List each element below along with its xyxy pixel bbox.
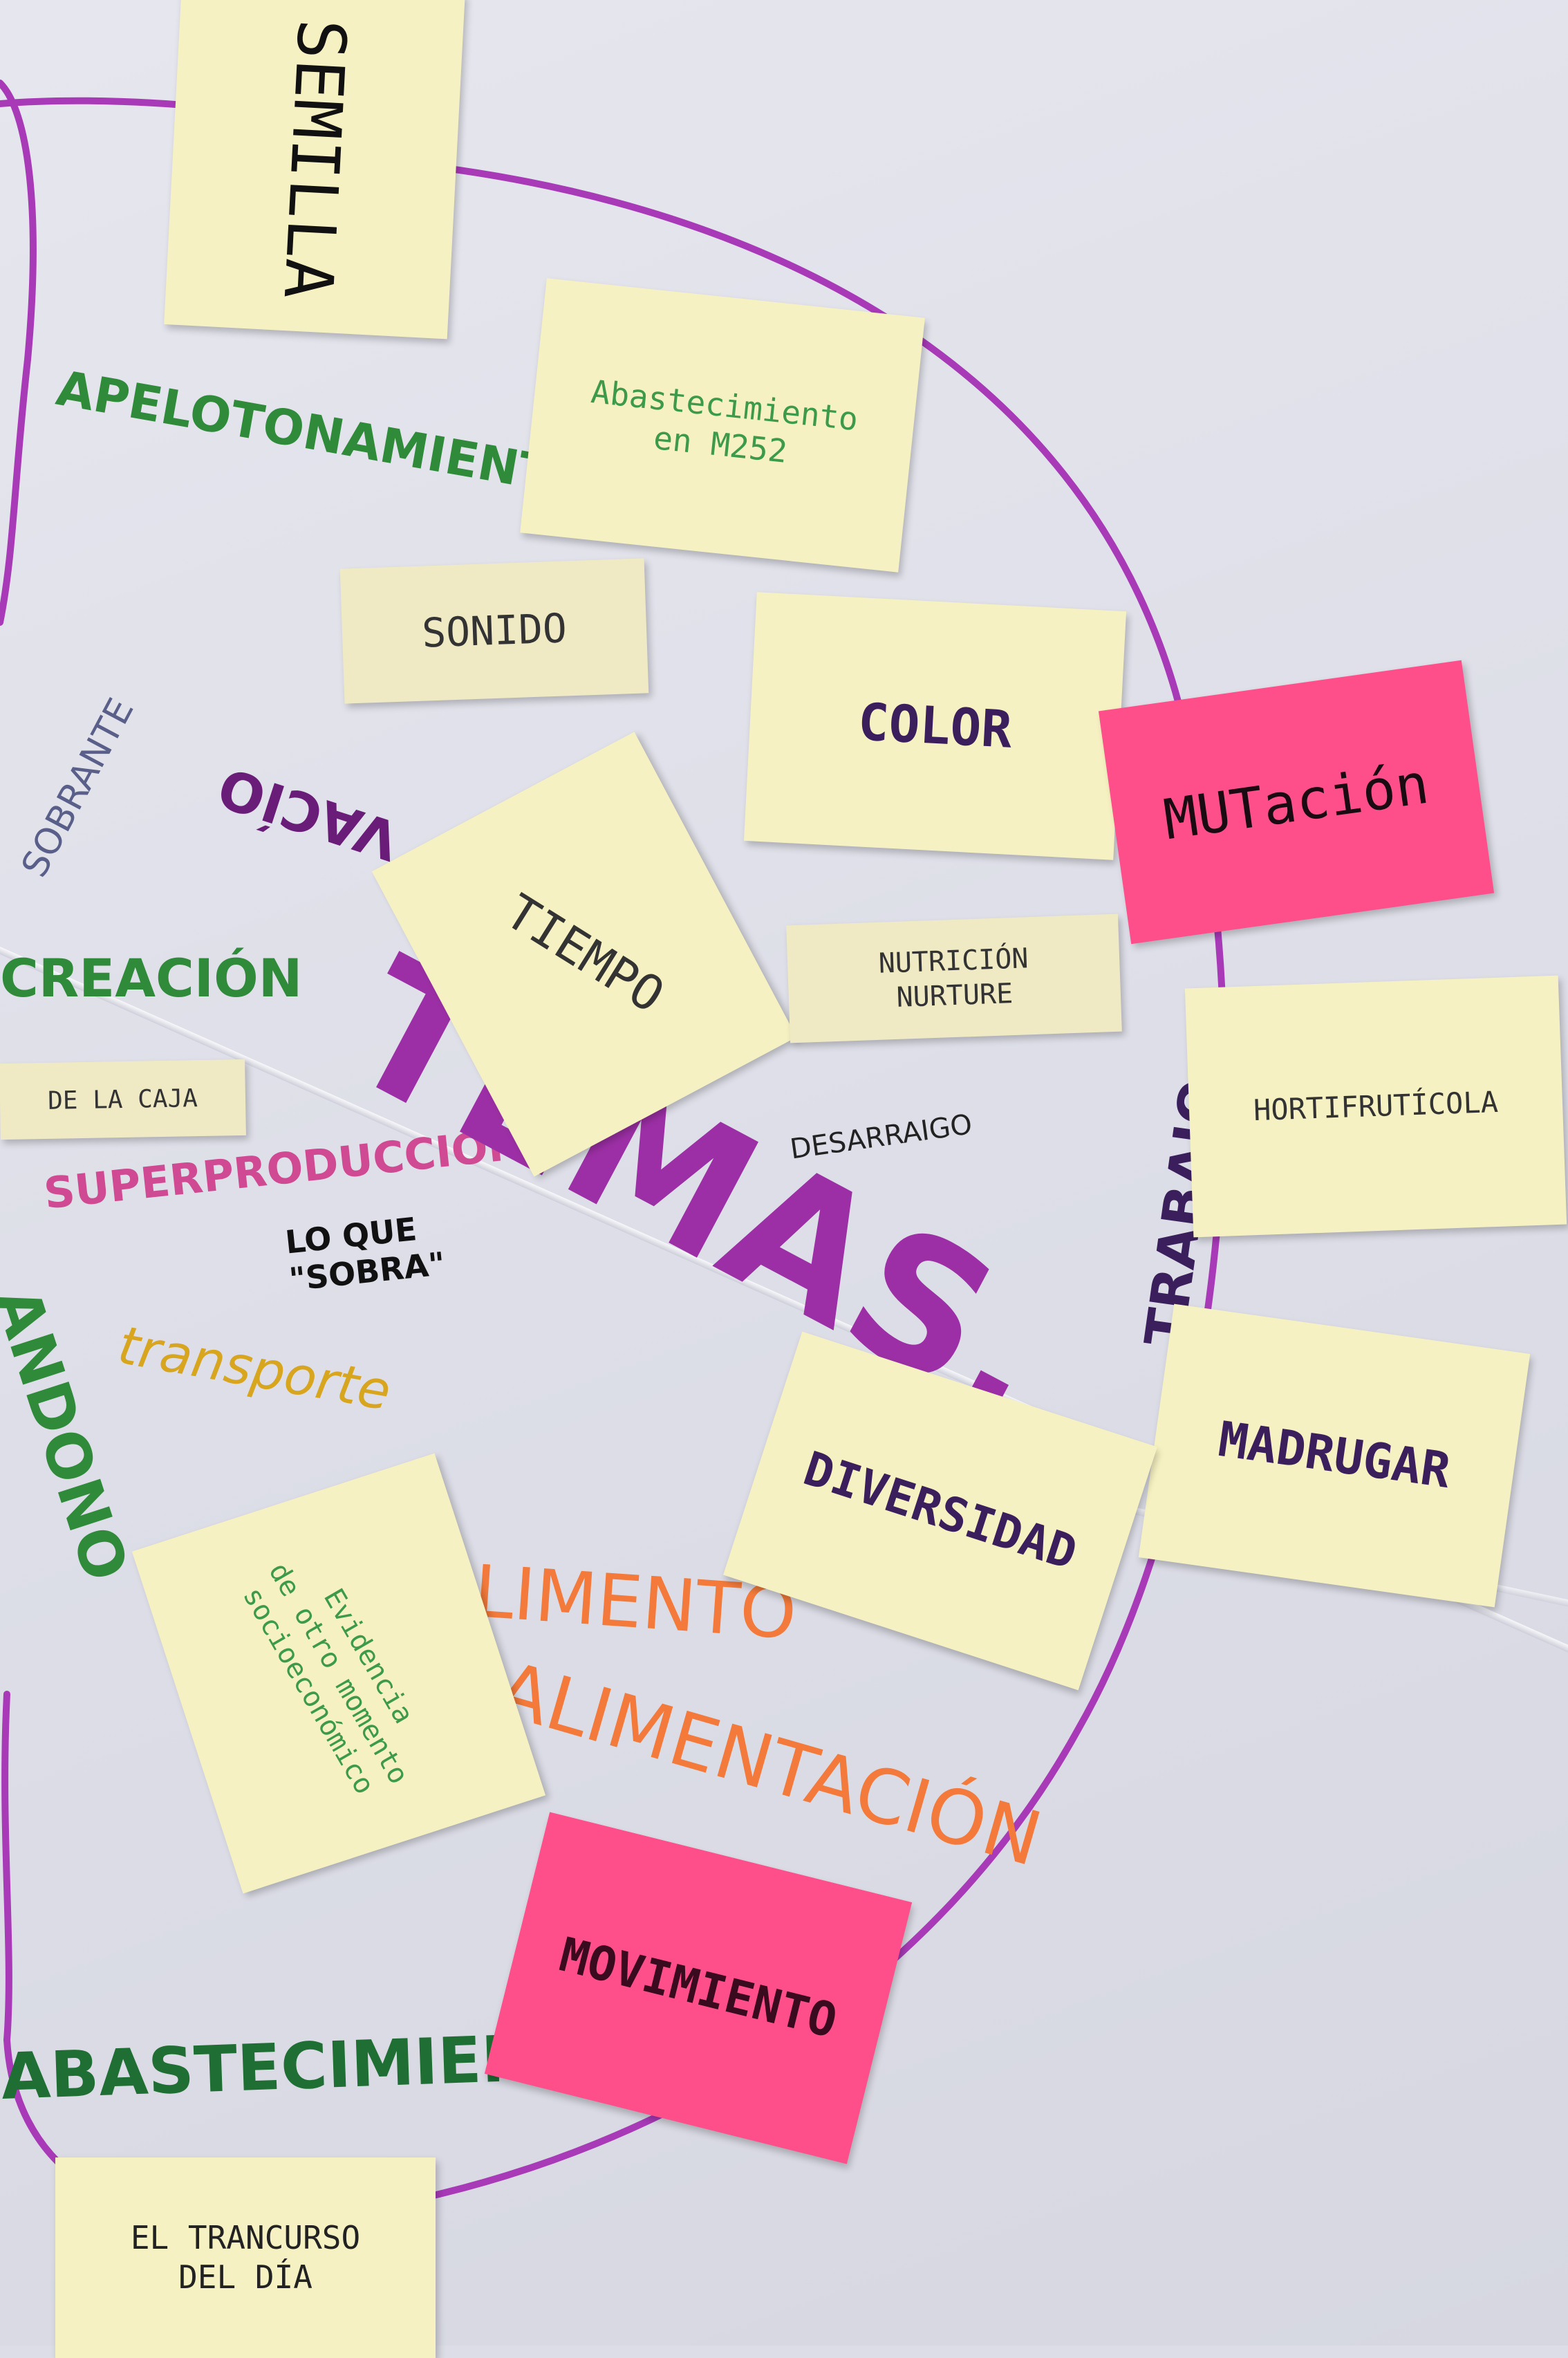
note-el-transcurso: EL TRANCURSO DEL DÍA: [55, 2157, 436, 2358]
note-hortifruticola: HORTIFRUTÍCOLA: [1184, 975, 1567, 1238]
note-madrugar: MADRUGAR: [1138, 1303, 1531, 1608]
note-tiempo-text: TIEMPO: [495, 883, 674, 1025]
note-abastecimiento-m252: Abastecimiento en M252: [520, 278, 925, 573]
note-evidencia-text: Evidencia de otro momento socioeconómico: [236, 1557, 420, 1800]
note-abastecimiento-text: Abastecimiento en M252: [589, 372, 860, 470]
circle-outline-left: [0, 80, 37, 626]
note-semilla: SEMILLA: [164, 0, 465, 340]
note-de-la-caja: DE LA CAJA: [0, 1059, 246, 1140]
word-creacion: CREACIÓN: [0, 947, 303, 1009]
note-nutricion: NUTRICIÓN NURTURE: [786, 913, 1122, 1043]
note-movimiento-text: MOVIMIENTO: [554, 1927, 843, 2049]
note-el-transcurso-text: EL TRANCURSO DEL DÍA: [130, 2218, 361, 2296]
note-hortifruticola-text: HORTIFRUTÍCOLA: [1253, 1084, 1499, 1127]
note-semilla-text: SEMILLA: [268, 17, 361, 301]
note-madrugar-text: MADRUGAR: [1215, 1411, 1454, 1500]
circle-outline-left-bottom: [1, 1691, 12, 2043]
note-diversidad-text: DIVERSIDAD: [797, 1441, 1083, 1581]
note-de-la-caja-text: DE LA CAJA: [47, 1084, 198, 1115]
note-sonido-text: SONIDO: [421, 604, 568, 657]
note-color: COLOR: [743, 592, 1127, 860]
note-nutricion-text: NUTRICIÓN NURTURE: [878, 943, 1029, 1014]
note-mutacion-text: MUTación: [1159, 751, 1433, 853]
note-sonido: SONIDO: [339, 558, 649, 704]
note-color-text: COLOR: [857, 691, 1014, 760]
